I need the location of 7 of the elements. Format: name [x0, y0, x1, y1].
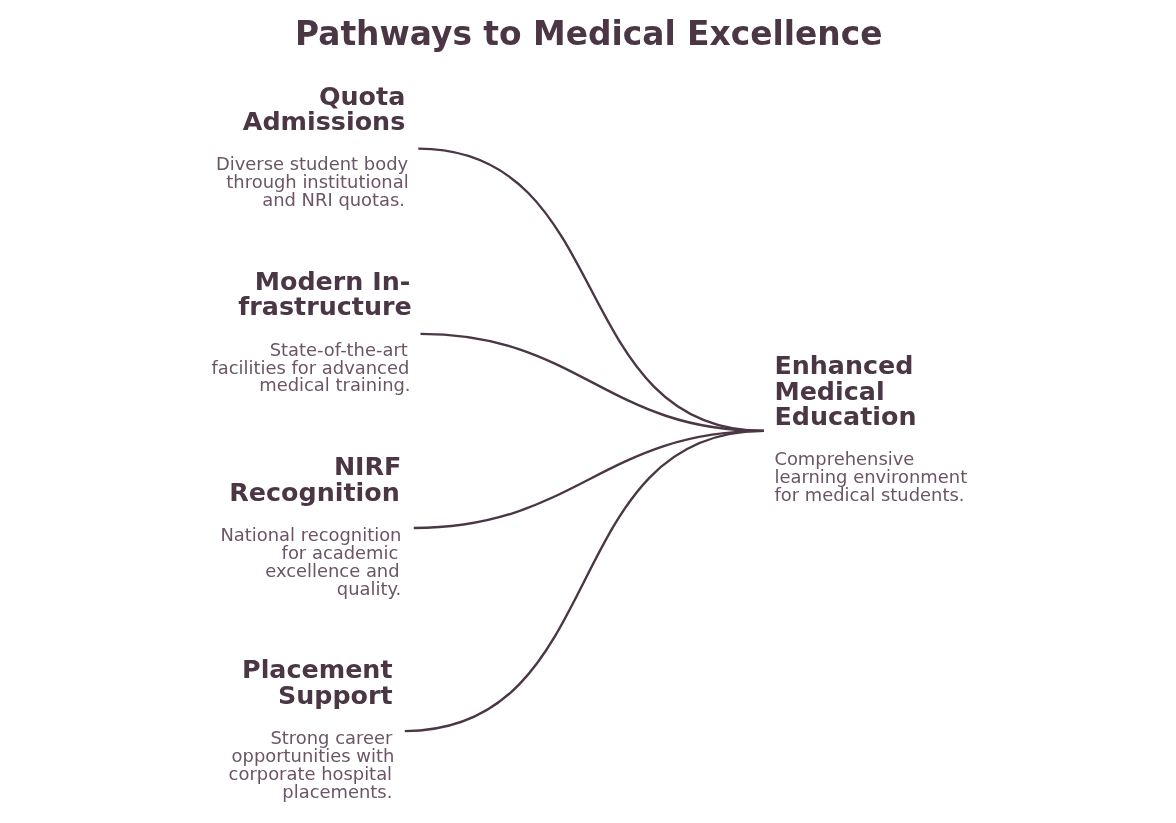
- node-text: NIRF Recognition National recognition for academic excellence and quality.: [219, 451, 401, 599]
- node-text: Enhanced Medical Education Comprehensive learning environment for medical students.: [773, 350, 967, 506]
- connector: [404, 429, 764, 733]
- node-text: Quota Admissions Diverse student body through institutional and NRI quotas.: [215, 80, 409, 211]
- node-text: Modern In- frastructure State-of-the-art facilities for advanced medical training.: [210, 265, 412, 396]
- node-text: Placement Support Strong career opportunities with corporate hospital placements.: [228, 654, 394, 802]
- diagram-title: Pathways to Medical Excellence: [294, 15, 882, 54]
